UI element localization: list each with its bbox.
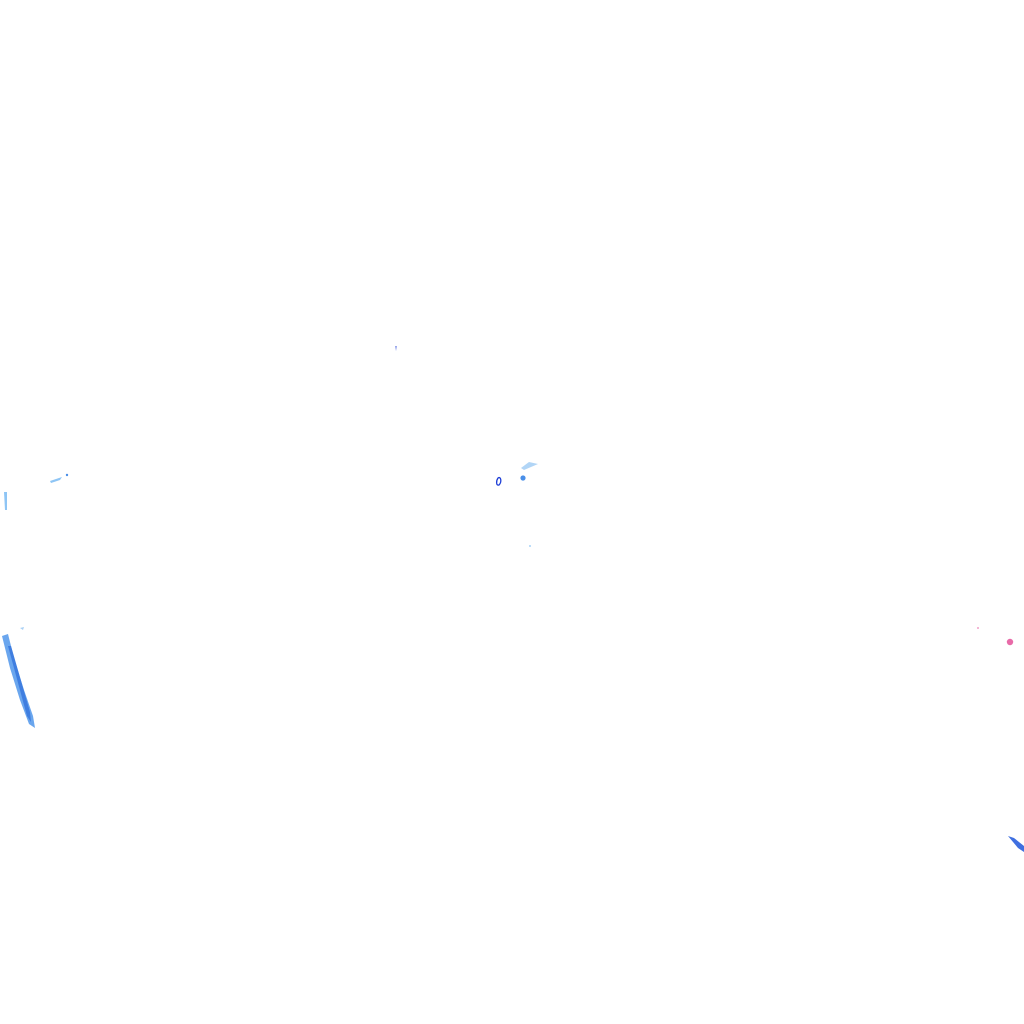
streak-right [1008, 836, 1024, 852]
speck-center-wisp [521, 462, 538, 470]
speck-left-dot [65, 473, 69, 477]
streak-left-core [8, 646, 31, 722]
speck-right-tiny [977, 627, 979, 629]
speck-center-small [529, 545, 531, 547]
speck-top [395, 346, 397, 351]
speck-left-tick [4, 492, 7, 510]
speck-left-low [20, 627, 24, 630]
speck-right-pink [1006, 638, 1014, 646]
speck-center-curl [495, 476, 502, 486]
speck-center-dot [520, 475, 526, 481]
speck-left-dash [50, 477, 62, 483]
